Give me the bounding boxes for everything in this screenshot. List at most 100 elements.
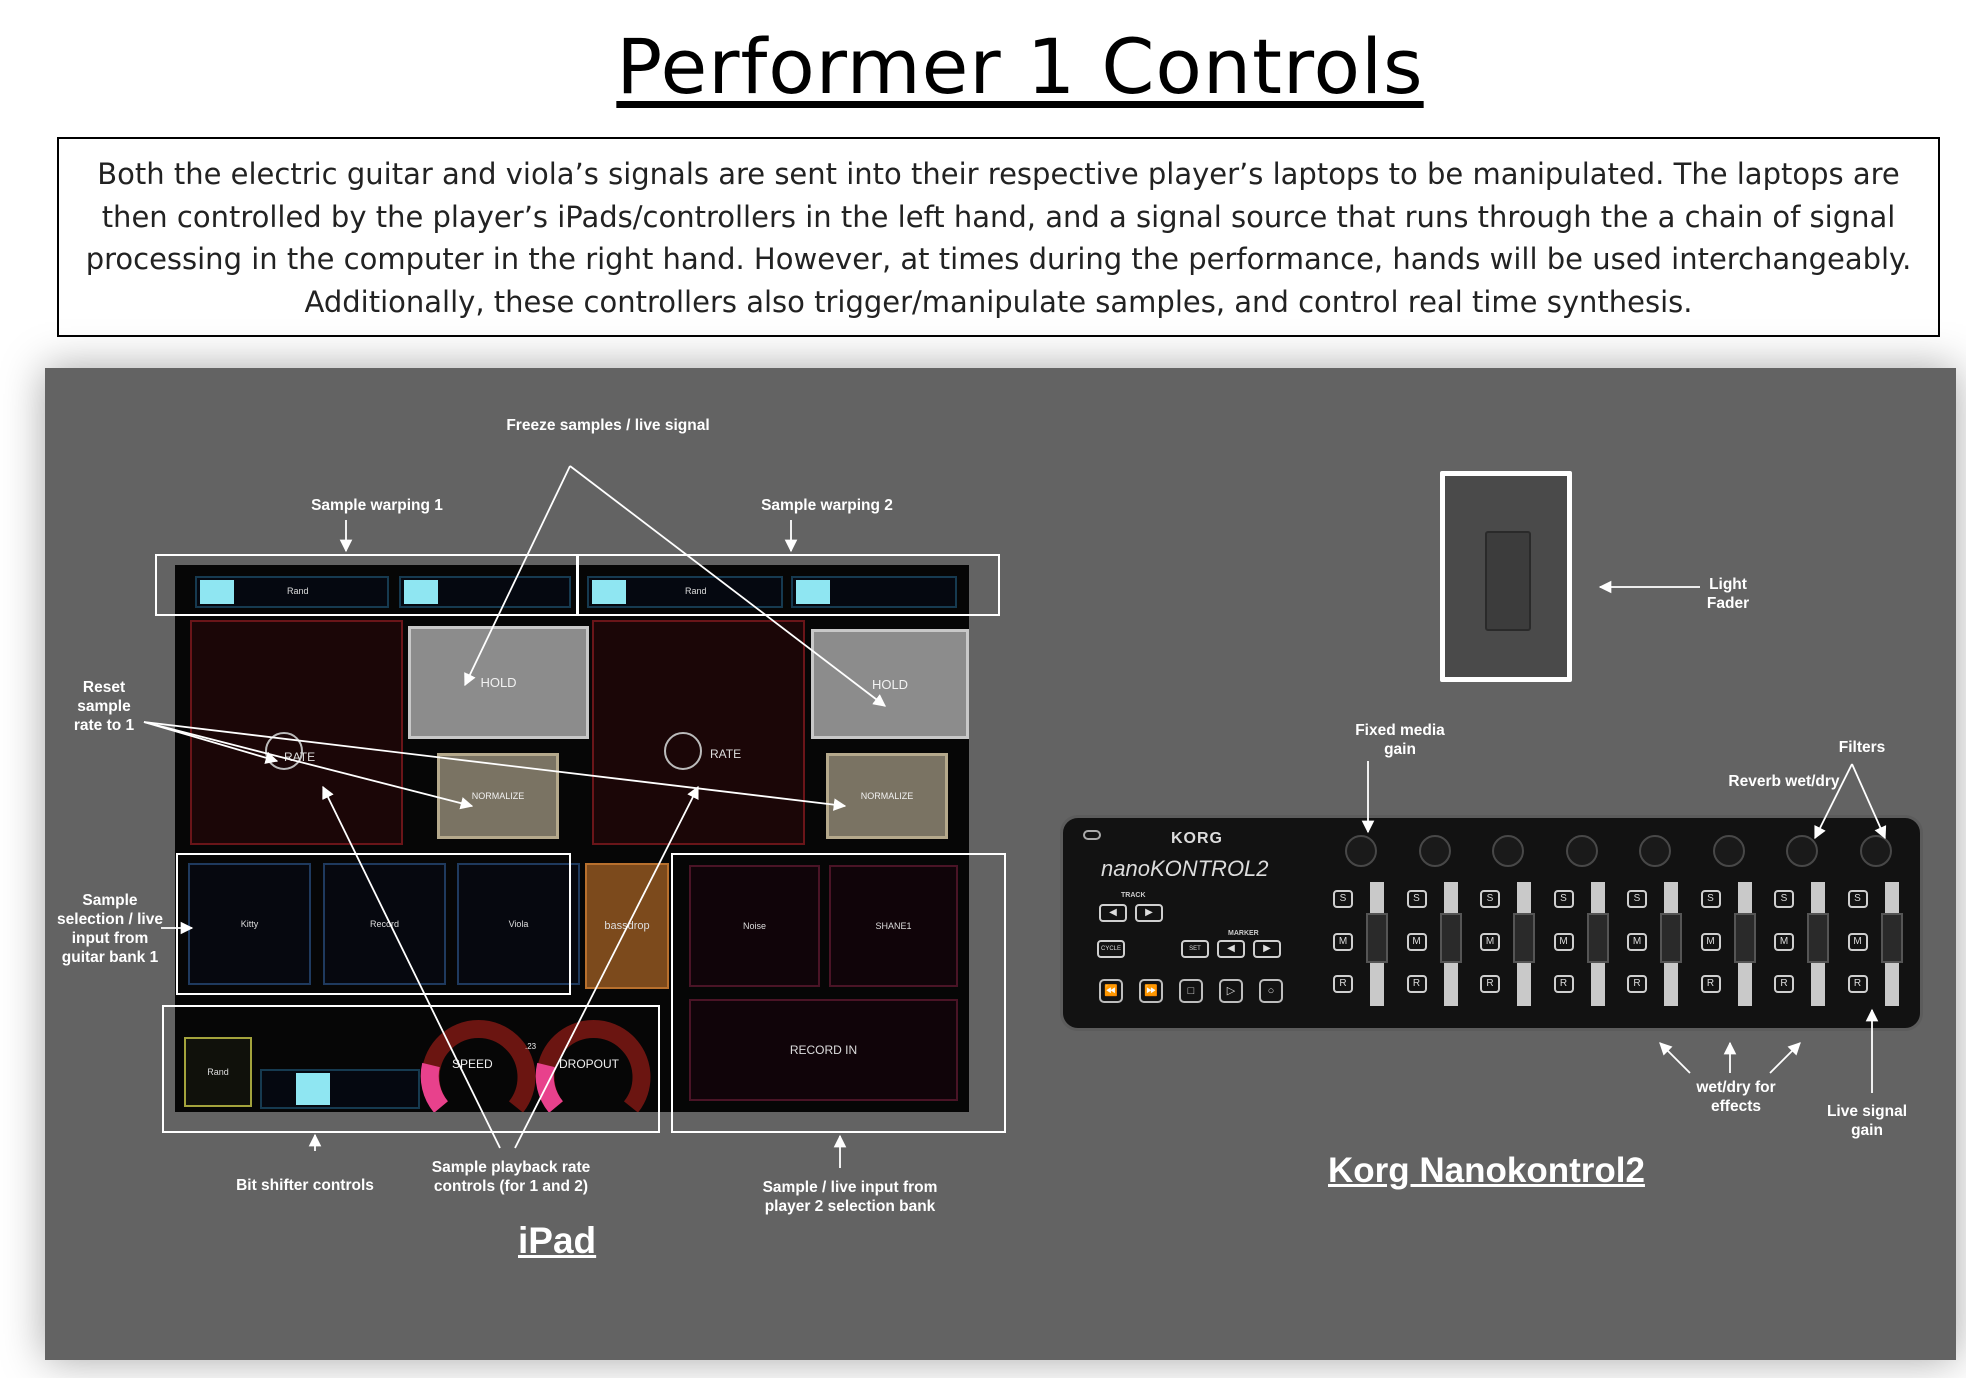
korg-model: nanoKONTROL2 [1101,856,1269,881]
bank2-frame [671,853,1006,1133]
knob-5[interactable] [1639,835,1671,867]
rate-pad-2[interactable]: RATE [592,620,805,845]
fader-3[interactable] [1513,913,1535,963]
mute-button-4[interactable]: M [1553,933,1574,951]
mute-button-2[interactable]: M [1406,933,1427,951]
page-title: Performer 1 Controls [616,22,1424,111]
rec-button-3[interactable]: R [1480,975,1500,993]
knob-7[interactable] [1786,835,1818,867]
record-in-pad[interactable]: RECORD IN [689,999,958,1101]
solo-button-5[interactable]: S [1627,890,1647,908]
light-fader-switch[interactable] [1440,471,1572,682]
mute-button-6[interactable]: M [1700,933,1721,951]
record-button[interactable]: ○ [1259,979,1283,1003]
rec-button-2[interactable]: R [1406,975,1427,993]
fader-4[interactable] [1586,913,1609,963]
label-wetdry: wet/dry for effects [1696,1079,1776,1115]
arrow-playback-1 [322,785,501,1149]
bank2-pad-shane1[interactable]: SHANE1 [829,865,958,987]
bank1-pad-record[interactable]: Record [323,863,446,985]
fast-forward-button[interactable]: ⏩ [1139,979,1163,1003]
cycle-button[interactable]: CYCLE [1097,940,1125,958]
warp1-slider-a[interactable]: Rand [195,576,389,608]
slider-label: Rand [685,586,707,596]
rewind-button[interactable]: ⏪ [1099,979,1123,1003]
label-sample-selection: Sample selection / live input from guita… [57,892,163,966]
hold-button-2[interactable]: HOLD [811,629,969,739]
solo-button-4[interactable]: S [1553,890,1574,908]
normalize-label: NORMALIZE [471,791,525,801]
label-playback-rate: Sample playback rate controls (for 1 and… [431,1159,591,1195]
speed-label: SPEED [452,1057,493,1071]
pad-label: SHANE1 [875,921,912,931]
label-light-fader: Light Fader [1706,576,1750,612]
label-bit-shifter: Bit shifter controls [236,1177,374,1194]
rec-button-5[interactable]: R [1627,975,1647,993]
hold-button-1[interactable]: HOLD [408,626,589,739]
mute-button-5[interactable]: M [1627,933,1647,951]
fader-6[interactable] [1733,913,1756,963]
track-prev-button[interactable]: ◀ [1099,904,1127,922]
marker-prev-button[interactable]: ◀ [1217,940,1245,958]
fader-8[interactable] [1880,913,1903,963]
mute-button-8[interactable]: M [1847,933,1868,951]
annotation-arrows [143,465,1887,1168]
fader-2[interactable] [1439,913,1462,963]
solo-button-7[interactable]: S [1774,890,1794,908]
solo-button-1[interactable]: S [1333,890,1353,908]
cycle-label: CYCLE [1100,946,1121,952]
rec-button-7[interactable]: R [1774,975,1794,993]
bank1-pad-kitty[interactable]: Kitty [188,863,311,985]
korg-controller: KORG nanoKONTROL2 TRACK ◀ ▶ CYCLE MARKER… [1060,815,1923,1031]
solo-button-6[interactable]: S [1700,890,1721,908]
fader-7[interactable] [1807,913,1829,963]
korg-logo: KORG [1171,830,1223,847]
marker-next-button[interactable]: ▶ [1253,940,1281,958]
normalize-button-1[interactable]: NORMALIZE [437,753,559,839]
warp2-slider-b[interactable] [791,576,957,608]
rec-button-1[interactable]: R [1333,975,1353,993]
mute-button-3[interactable]: M [1480,933,1500,951]
set-button[interactable]: SET [1181,940,1209,958]
hold-label: HOLD [871,676,909,692]
label-freeze: Freeze samples / live signal [506,417,710,434]
pad-label: Viola [508,919,529,929]
bit-rand-button[interactable]: Rand [184,1037,252,1107]
normalize-button-2[interactable]: NORMALIZE [826,753,948,839]
mute-button-1[interactable]: M [1333,933,1353,951]
bit-shifter-slider[interactable] [260,1069,420,1109]
rec-button-4[interactable]: R [1553,975,1574,993]
knob-2[interactable] [1418,835,1451,867]
fader-5[interactable] [1660,913,1682,963]
stop-button[interactable]: □ [1179,979,1203,1003]
slider-knob[interactable] [796,580,830,604]
slider-knob[interactable] [592,580,626,604]
knob-6[interactable] [1712,835,1745,867]
device-label-korg: Korg Nanokontrol2 [1328,1151,1645,1190]
rec-button-6[interactable]: R [1700,975,1721,993]
knob-4[interactable] [1565,835,1598,867]
fader-1[interactable] [1366,913,1388,963]
solo-button-2[interactable]: S [1406,890,1427,908]
slider-knob[interactable] [404,580,438,604]
rec-button-8[interactable]: R [1847,975,1868,993]
mute-button-7[interactable]: M [1774,933,1794,951]
warp2-slider-a[interactable]: Rand [587,576,783,608]
speed-dial[interactable] [420,1020,536,1112]
bank2-pad-noise[interactable]: Noise [689,865,820,987]
track-next-button[interactable]: ▶ [1135,904,1163,922]
light-toggle[interactable] [1485,531,1531,631]
bank1-pad-viola[interactable]: Viola [457,863,580,985]
slider-knob[interactable] [296,1073,330,1105]
warp1-slider-b[interactable] [399,576,571,608]
rate-label: RATE [710,747,742,761]
label-warp2: Sample warping 2 [761,497,893,514]
solo-button-8[interactable]: S [1847,890,1868,908]
solo-button-3[interactable]: S [1480,890,1500,908]
pad-label: RECORD IN [789,1043,858,1057]
play-button[interactable]: ▷ [1219,979,1243,1003]
slider-knob[interactable] [200,580,234,604]
knob-1[interactable] [1345,835,1377,867]
rate-knob-icon [265,732,303,770]
knob-3[interactable] [1492,835,1524,867]
